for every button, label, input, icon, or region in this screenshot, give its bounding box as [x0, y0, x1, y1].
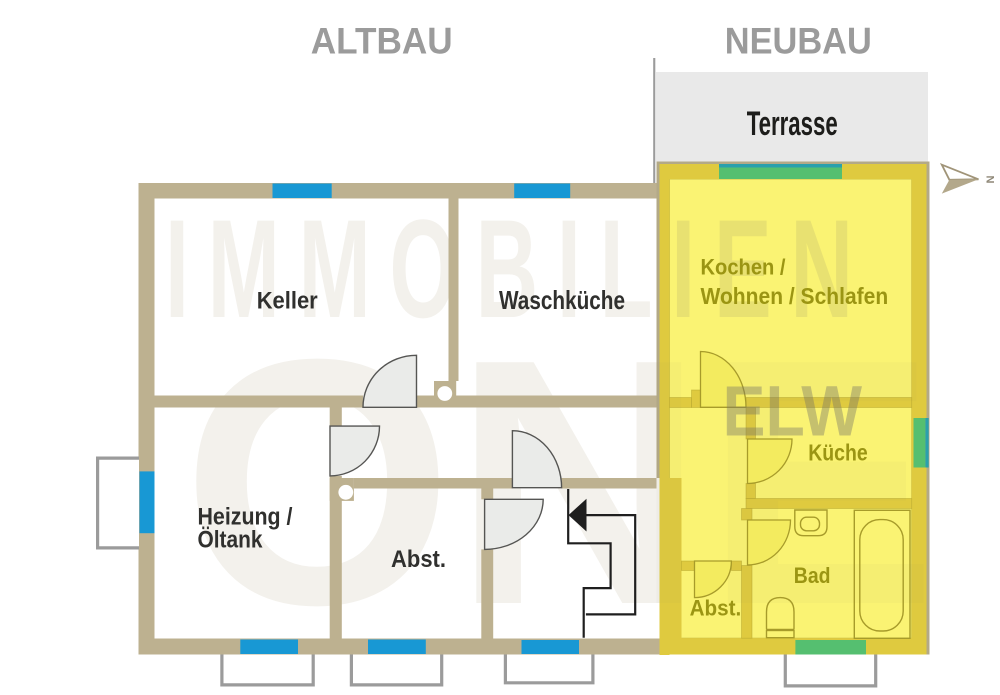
svg-text:Terrasse: Terrasse: [747, 105, 838, 143]
svg-text:Abst.: Abst.: [690, 596, 742, 621]
svg-text:Wohnen / Schlafen: Wohnen / Schlafen: [701, 283, 889, 309]
svg-text:NEUBAU: NEUBAU: [725, 20, 872, 62]
svg-text:Öltank: Öltank: [198, 527, 264, 554]
svg-text:Küche: Küche: [808, 440, 868, 466]
svg-text:Heizung /: Heizung /: [198, 504, 293, 531]
svg-text:Kochen /: Kochen /: [701, 254, 786, 279]
svg-text:Waschküche: Waschküche: [499, 285, 625, 315]
svg-text:N: N: [984, 176, 996, 184]
svg-text:ELW: ELW: [723, 373, 863, 452]
svg-text:ALTBAU: ALTBAU: [311, 20, 453, 62]
svg-text:Abst.: Abst.: [391, 546, 446, 573]
svg-text:Bad: Bad: [794, 563, 831, 588]
svg-text:IMMOBILIEN: IMMOBILIEN: [165, 191, 872, 347]
svg-text:Keller: Keller: [257, 288, 318, 315]
